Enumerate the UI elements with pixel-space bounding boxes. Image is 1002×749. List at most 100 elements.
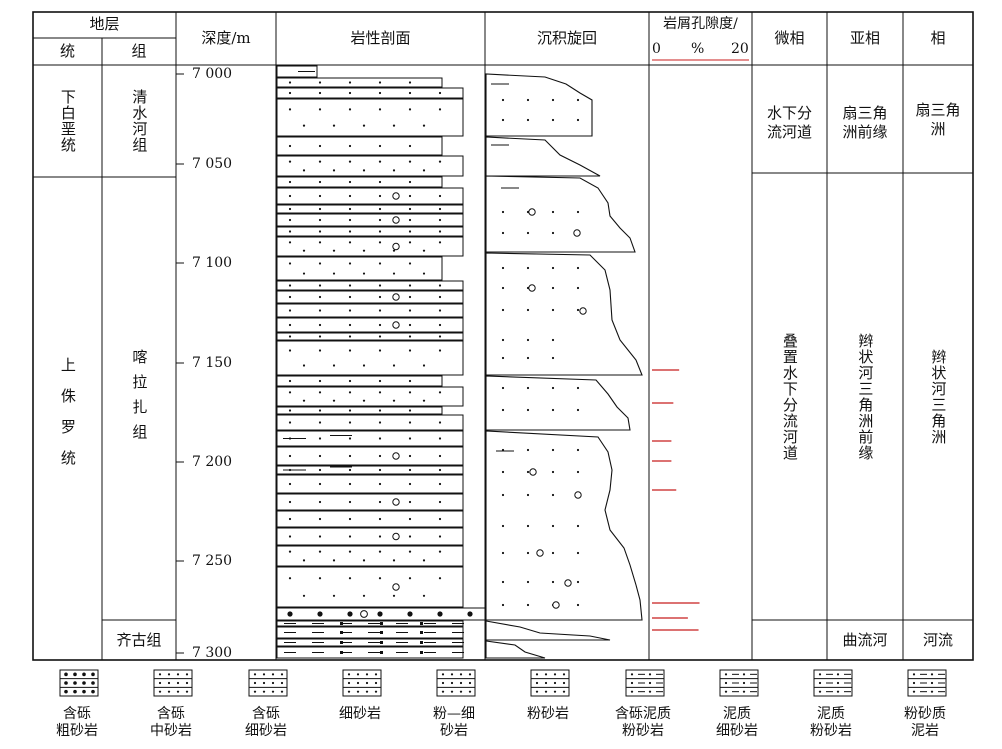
bed-pattern	[378, 207, 382, 211]
bed-pattern	[318, 335, 322, 338]
bed-pattern	[378, 482, 382, 486]
subfacies-meandering-river: 曲流河	[842, 630, 888, 649]
cycle-pattern	[576, 408, 580, 412]
bed-pattern	[340, 631, 343, 634]
bed-pattern	[392, 559, 396, 562]
bed-pattern	[288, 160, 292, 163]
bed-pattern	[332, 399, 336, 402]
cycle-pattern	[526, 98, 530, 102]
legend-swatch-mark	[185, 690, 189, 693]
cycle-pattern	[551, 266, 555, 270]
bed-pattern	[378, 108, 382, 111]
legend-swatch-mark	[374, 690, 378, 693]
bed-pattern	[378, 81, 382, 84]
bed-pattern	[348, 500, 352, 504]
header-system: 统	[59, 42, 75, 61]
bed-pattern	[318, 409, 322, 412]
legend-swatch-mark	[450, 690, 454, 693]
bed-pattern	[408, 262, 412, 265]
header-porosity-unit: %	[691, 41, 705, 57]
bed-pattern	[408, 391, 412, 394]
legend-swatch-mark	[630, 673, 634, 676]
bed-pattern	[332, 364, 336, 367]
legend-swatch-mark	[262, 681, 266, 685]
cycle-pattern	[526, 603, 530, 607]
cycle-pattern	[551, 118, 555, 122]
bed-pattern	[288, 207, 292, 211]
bed-pattern	[348, 144, 352, 148]
table-grid	[32, 11, 974, 661]
bed-pattern	[348, 284, 352, 287]
series-lower-cretaceous: 下白垩统	[58, 89, 77, 153]
legend-swatch-mark	[562, 673, 566, 676]
legend-label: 含砾 粗砂岩	[56, 706, 98, 739]
legend-swatch-mark	[167, 681, 171, 685]
bed-pattern	[348, 391, 352, 394]
lithology-bed	[276, 77, 443, 88]
bed-pattern	[348, 81, 352, 84]
cycle-pattern	[551, 580, 555, 584]
bed-pattern	[438, 207, 442, 211]
legend-swatch-mark	[91, 672, 95, 677]
lithology-bed	[276, 290, 464, 304]
cycle-pebble	[528, 284, 536, 292]
lithology-bed	[276, 430, 464, 447]
legend-label: 含砾 细砂岩	[245, 706, 287, 739]
bed-pattern	[408, 482, 412, 486]
lithology-bed	[276, 226, 464, 237]
cycle-pattern	[501, 493, 505, 497]
legend-swatch-mark	[347, 673, 351, 676]
cycle-pattern	[501, 551, 505, 555]
legend-swatch-mark	[82, 681, 86, 685]
legend-swatch-mark	[441, 681, 445, 685]
legend-swatch-mark	[356, 681, 360, 685]
bed-pattern	[348, 577, 352, 580]
legend-swatch-mark	[930, 681, 934, 685]
bed-pattern	[408, 468, 412, 472]
legend-swatch-mark	[73, 672, 77, 677]
bed-pattern	[318, 207, 322, 211]
legend-swatch-mark	[280, 681, 284, 685]
bed-pattern	[438, 230, 442, 233]
legend-swatch-mark	[73, 681, 77, 685]
bed-pattern	[438, 335, 442, 338]
bed-pattern	[438, 482, 442, 486]
bed-pattern	[408, 241, 412, 244]
header-subfacies: 亚相	[849, 29, 880, 48]
bed-pattern	[392, 364, 396, 367]
outer-frame	[32, 11, 974, 661]
bed-pattern	[438, 517, 442, 521]
bed-pattern	[318, 421, 322, 424]
legend-swatch-mark	[535, 690, 539, 693]
bed-pattern	[378, 421, 382, 424]
bed-pattern	[408, 454, 412, 458]
bed-pattern	[348, 218, 352, 222]
bed-pattern	[302, 272, 306, 275]
cycle-pattern	[501, 308, 505, 312]
bed-pattern	[378, 391, 382, 394]
bed-pattern	[348, 207, 352, 211]
cycle-pattern	[526, 231, 530, 235]
cycle-pattern	[576, 286, 580, 290]
legend-swatch-mark	[271, 681, 275, 685]
bed-pattern	[318, 437, 322, 440]
cycle-pattern	[501, 470, 505, 474]
bed-pattern	[318, 550, 322, 553]
depth-ticks	[176, 73, 184, 654]
bed-pattern	[422, 249, 426, 252]
formation-qigu: 齐古组	[116, 630, 162, 649]
legend-swatch-mark	[544, 681, 548, 685]
microfacies-stacked-channel: 叠置水下分流河道	[780, 332, 799, 461]
legend-swatch-mark	[347, 681, 351, 685]
legend-swatch-mark	[836, 681, 840, 685]
legend-swatch-mark	[158, 673, 162, 676]
legend-swatch-mark	[262, 673, 266, 676]
bed-pattern	[318, 295, 322, 299]
lithology-bed	[276, 176, 443, 188]
bed-pattern	[318, 218, 322, 222]
legend-swatch-mark	[930, 673, 934, 676]
legend-swatch-mark	[724, 673, 728, 676]
lithology-bed	[276, 236, 464, 257]
bed-pattern	[348, 482, 352, 486]
